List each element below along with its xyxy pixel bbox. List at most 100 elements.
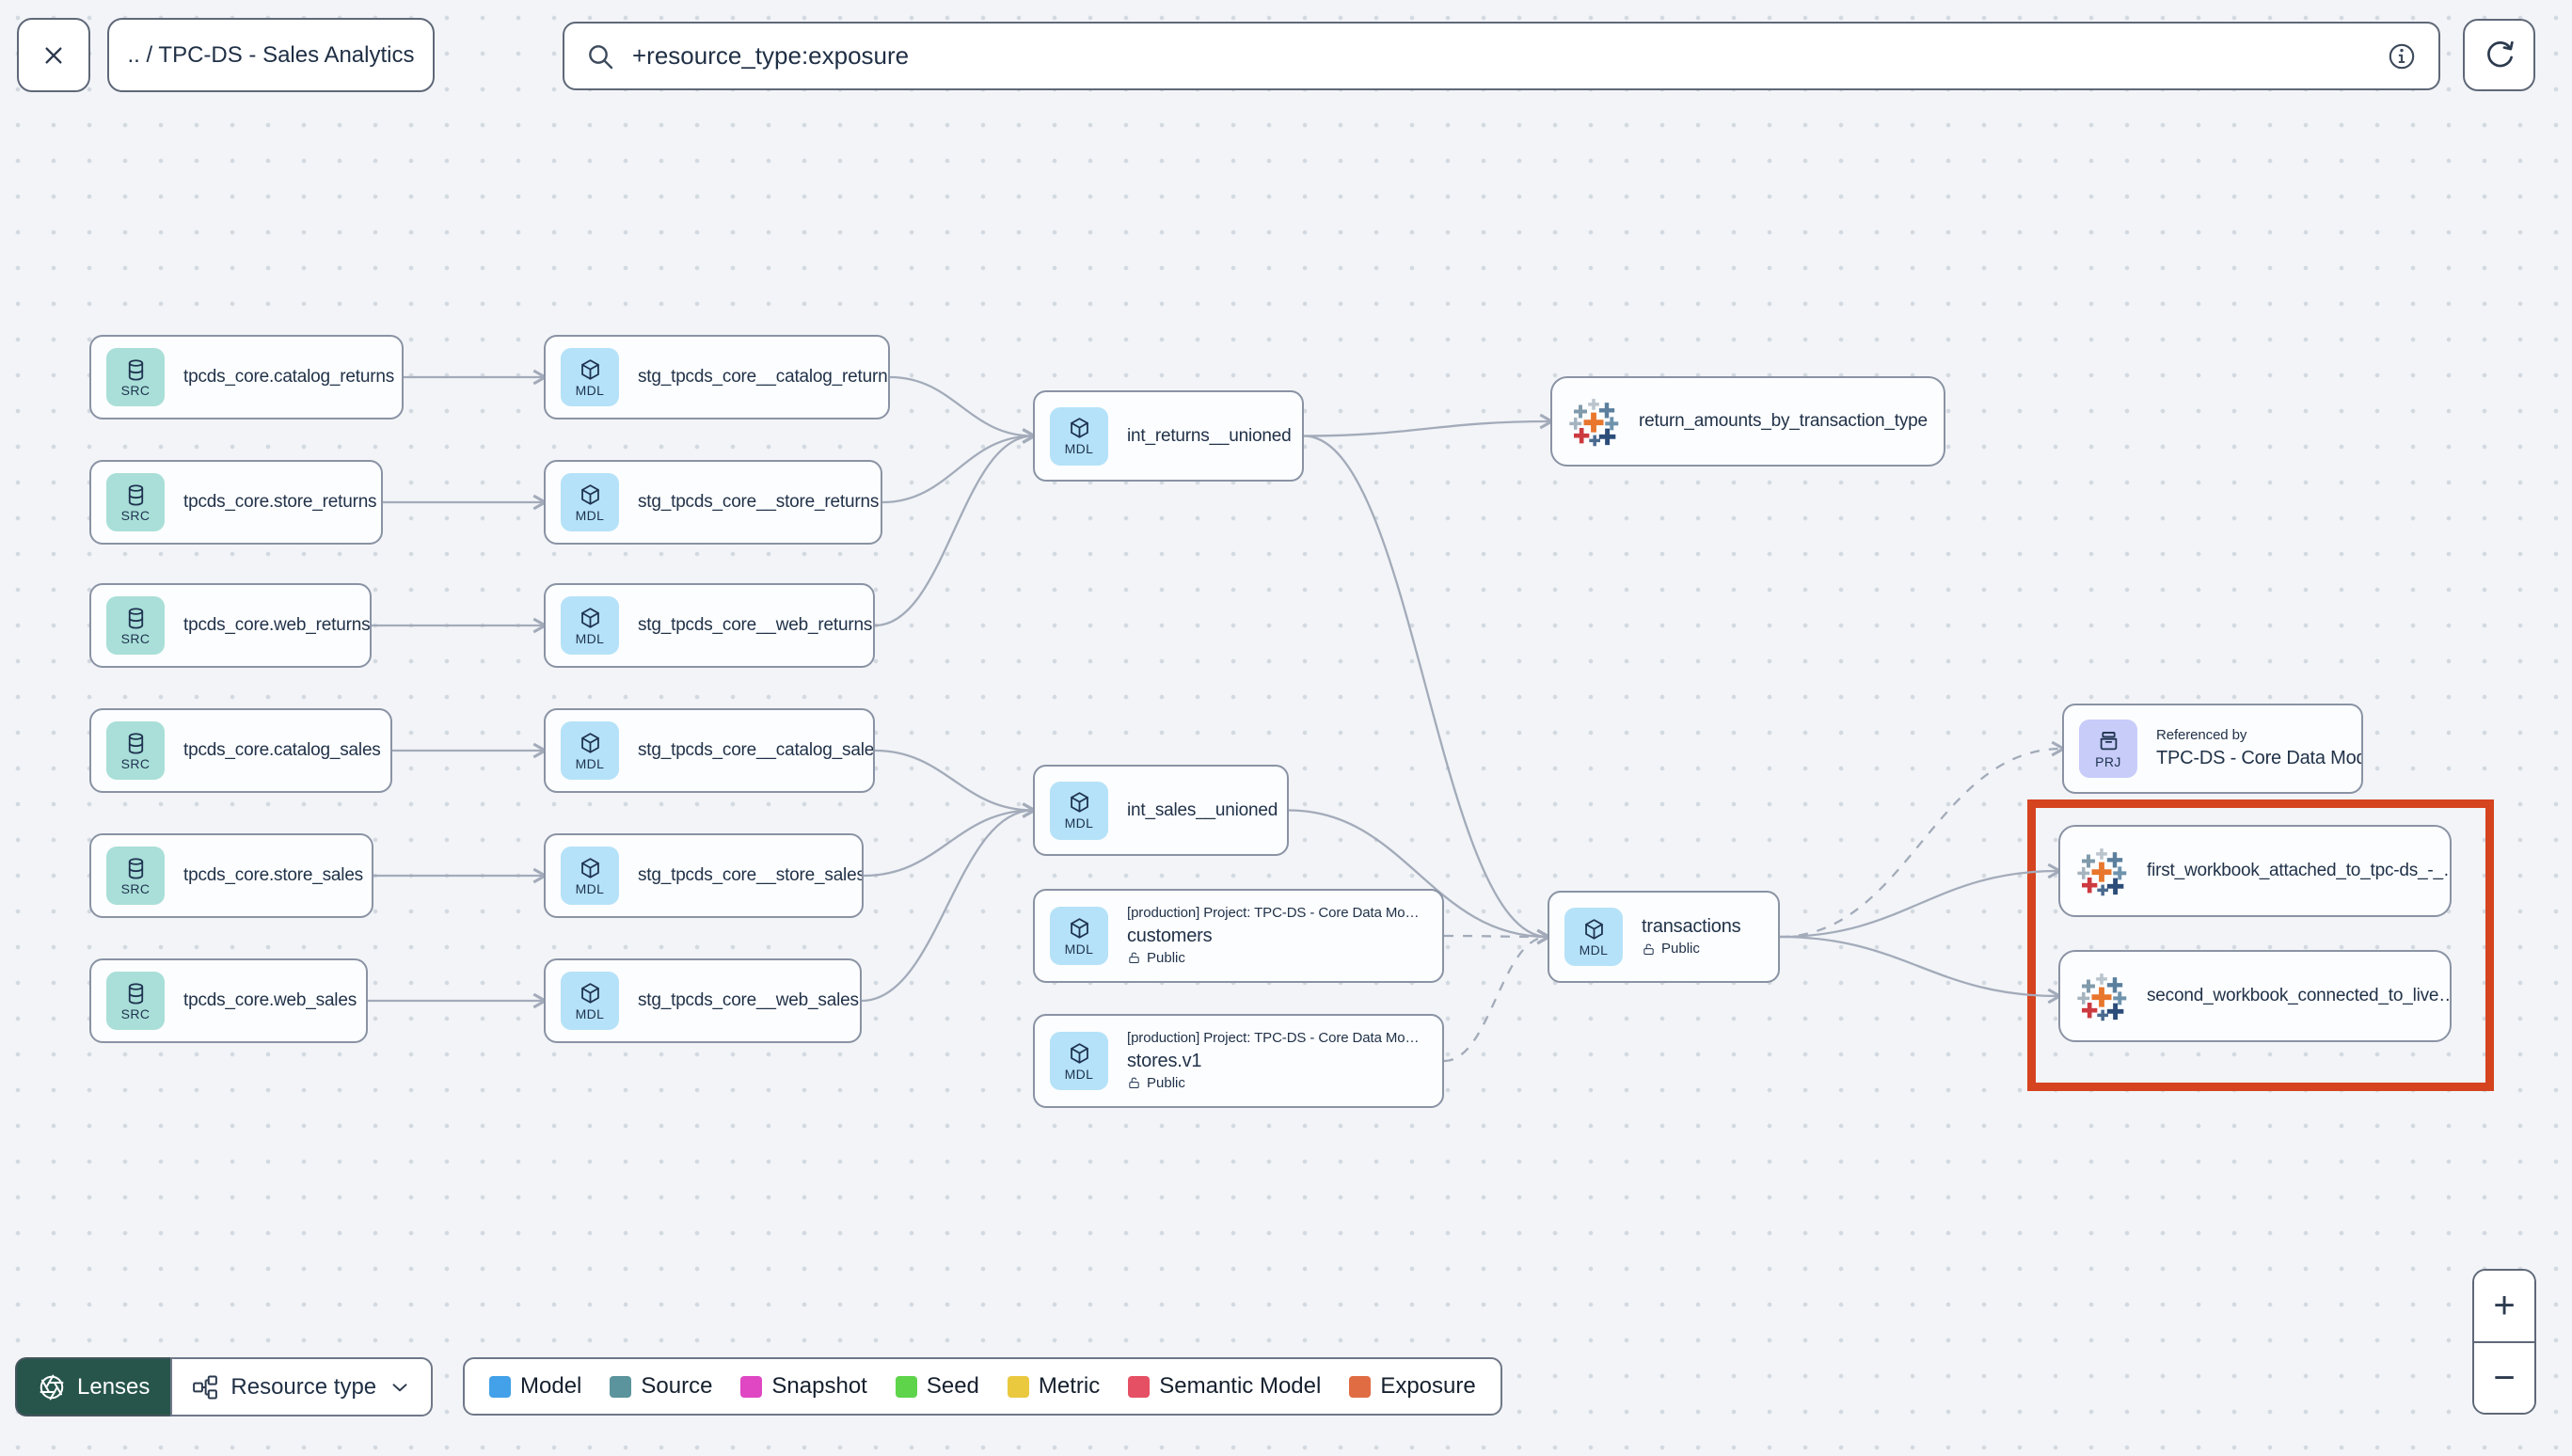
zoom-out-button[interactable]: − <box>2474 1342 2534 1413</box>
legend-label: Snapshot <box>771 1373 867 1399</box>
lenses-label: Lenses <box>77 1373 151 1400</box>
node-label: tpcds_core.store_returns <box>183 492 377 513</box>
legend-chip <box>740 1375 763 1398</box>
cube-icon: MDL <box>1050 907 1108 965</box>
node-label: stg_tpcds_core__catalog_sales <box>638 740 875 761</box>
node-stg_store_sales[interactable]: MDL stg_tpcds_core__store_sales <box>544 833 864 918</box>
legend-chip <box>1007 1375 1029 1398</box>
lock-open-icon <box>1127 951 1141 965</box>
node-label: stg_tpcds_core__store_sales <box>638 865 864 886</box>
node-stores[interactable]: MDL[production] Project: TPC-DS - Core D… <box>1033 1014 1444 1108</box>
archive-icon: PRJ <box>2079 720 2137 778</box>
badge-label: SRC <box>120 880 151 896</box>
node-label: return_amounts_by_transaction_type <box>1639 411 1928 432</box>
cube-icon: MDL <box>1050 1032 1108 1090</box>
node-exp_return_amounts[interactable]: return_amounts_by_transaction_type <box>1550 376 1945 467</box>
badge-label: MDL <box>575 630 605 646</box>
legend-chip <box>489 1375 511 1398</box>
refresh-button[interactable] <box>2463 19 2535 91</box>
badge-label: SRC <box>120 755 151 771</box>
node-customers[interactable]: MDL [production] Project: TPC-DS - Core D… <box>1033 889 1444 983</box>
node-label: customers <box>1127 925 1213 946</box>
cube-icon: MDL <box>1050 781 1108 840</box>
zoom-in-button[interactable]: + <box>2474 1271 2534 1343</box>
node-header: [production] Project: TPC-DS - Core Data… <box>1127 904 1420 921</box>
info-icon[interactable] <box>2386 40 2418 72</box>
node-exp_first_workbook[interactable]: first_workbook_attached_to_tpc-ds_-_… <box>2058 825 2452 917</box>
node-label: stores.v1 <box>1127 1050 1202 1071</box>
badge-label: MDL <box>575 880 605 896</box>
legend-chip <box>895 1375 917 1398</box>
lock-open-icon <box>1127 1076 1141 1090</box>
legend-label: Source <box>641 1373 713 1399</box>
badge-label: SRC <box>120 1005 151 1021</box>
tableau-icon <box>2075 845 2128 897</box>
tableau-icon <box>1567 395 1620 448</box>
legend-item-semantic-model: Semantic Model <box>1128 1373 1321 1400</box>
cube-icon: MDL <box>561 847 619 905</box>
node-stg_catalog_sales[interactable]: MDL stg_tpcds_core__catalog_sales <box>544 708 875 793</box>
badge-label: MDL <box>1064 441 1094 456</box>
node-label: transactions <box>1642 916 1741 938</box>
resource-type-icon <box>193 1374 218 1399</box>
node-label: stg_tpcds_core__catalog_returns <box>638 367 890 388</box>
node-src_store_returns[interactable]: SRC tpcds_core.store_returns <box>89 460 383 545</box>
lens-toolbar: Lenses Resource type <box>15 1357 434 1416</box>
legend-label: Model <box>520 1373 582 1399</box>
node-src_catalog_sales[interactable]: SRC tpcds_core.catalog_sales <box>89 708 392 793</box>
cube-icon: MDL <box>1050 406 1108 466</box>
close-button[interactable] <box>17 18 90 92</box>
legend-item-metric: Metric <box>1007 1373 1101 1400</box>
legend-item-source: Source <box>610 1373 712 1400</box>
search-input[interactable] <box>632 41 2369 71</box>
legend-label: Seed <box>926 1373 979 1399</box>
node-int_sales[interactable]: MDL int_sales__unioned <box>1033 765 1289 856</box>
breadcrumb[interactable]: .. / TPC-DS - Sales Analytics <box>107 18 435 92</box>
cube-icon: MDL <box>561 348 619 406</box>
node-exp_second_workbook[interactable]: second_workbook_connected_to_live… <box>2058 950 2452 1042</box>
node-label: tpcds_core.catalog_sales <box>183 740 381 761</box>
legend-chip <box>610 1375 632 1398</box>
legend-item-model: Model <box>489 1373 581 1400</box>
legend-item-seed: Seed <box>895 1373 979 1400</box>
badge-label: MDL <box>1064 1066 1094 1082</box>
cube-icon: MDL <box>561 596 619 655</box>
node-label: TPC-DS - Core Data Models <box>2156 747 2363 768</box>
node-stg_web_sales[interactable]: MDL stg_tpcds_core__web_sales <box>544 958 862 1043</box>
cube-icon: MDL <box>561 972 619 1030</box>
node-label: tpcds_core.web_sales <box>183 990 357 1011</box>
node-label: stg_tpcds_core__web_sales <box>638 990 859 1011</box>
badge-label: PRJ <box>2095 753 2121 769</box>
node-label: stg_tpcds_core__store_returns <box>638 492 880 513</box>
node-stg_catalog_returns[interactable]: MDL stg_tpcds_core__catalog_returns <box>544 335 890 419</box>
search-bar[interactable] <box>563 22 2440 90</box>
visibility-label: Public <box>1661 941 1700 957</box>
node-src_web_sales[interactable]: SRC tpcds_core.web_sales <box>89 958 368 1043</box>
chevron-down-icon <box>392 1383 407 1391</box>
lenses-button[interactable]: Lenses <box>15 1357 171 1416</box>
cube-icon: MDL <box>1564 908 1623 966</box>
node-visibility: Public <box>1127 950 1419 968</box>
node-label: tpcds_core.web_returns <box>183 615 371 636</box>
badge-label: MDL <box>575 755 605 771</box>
node-label: int_sales__unioned <box>1127 799 1278 820</box>
database-icon: SRC <box>106 721 165 780</box>
database-icon: SRC <box>106 972 165 1030</box>
badge-label: MDL <box>1579 942 1609 957</box>
legend-label: Metric <box>1038 1373 1101 1399</box>
resource-type-dropdown[interactable]: Resource type <box>170 1357 434 1416</box>
badge-label: MDL <box>1064 941 1094 957</box>
legend-item-snapshot: Snapshot <box>740 1373 867 1400</box>
database-icon: SRC <box>106 473 165 531</box>
badge-label: SRC <box>120 507 151 523</box>
legend-chip <box>1349 1375 1372 1398</box>
